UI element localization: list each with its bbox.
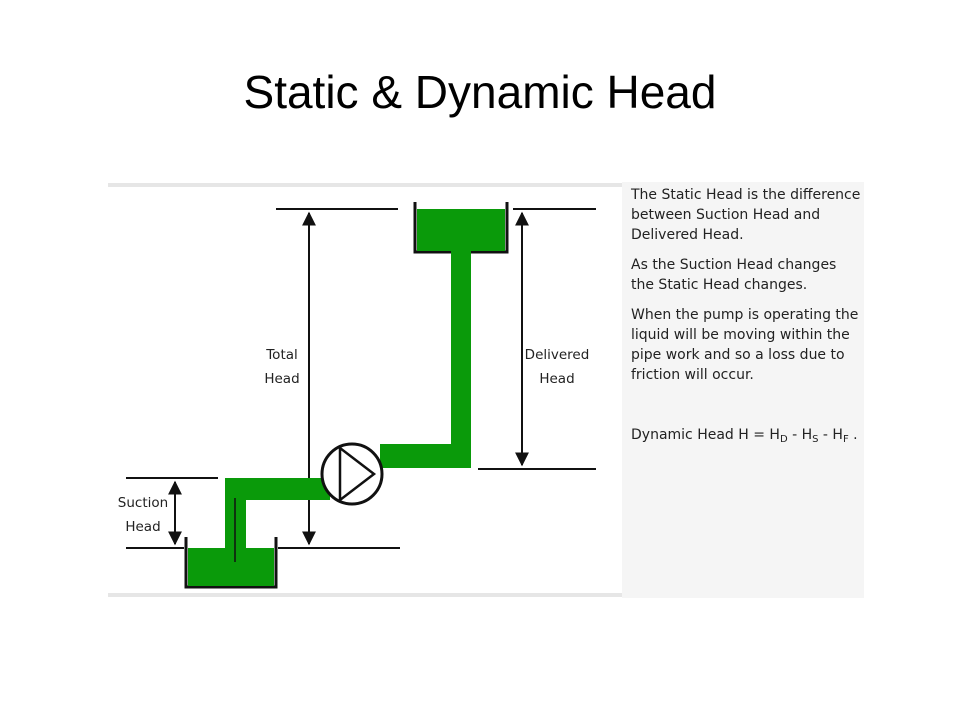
text-panel	[622, 182, 864, 598]
slide-title: Static & Dynamic Head	[243, 66, 717, 118]
description-paragraph-1: The Static Head is the difference betwee…	[631, 187, 861, 243]
equation-prefix: Dynamic Head H = H	[631, 427, 780, 443]
diagram-panel	[108, 182, 622, 598]
equation-sub-f: F	[842, 434, 849, 445]
total-head-label-line2: Head	[264, 371, 299, 387]
suction-head-label-line1: Suction	[118, 495, 168, 511]
suction-head-label-line2: Head	[125, 519, 160, 535]
pump-icon	[320, 442, 384, 506]
delivery-pipe	[380, 251, 471, 468]
description-paragraph-2: As the Suction Head changes the Static H…	[631, 257, 837, 293]
equation-sub-s: S	[812, 434, 819, 445]
equation-minus-1: - H	[787, 427, 813, 443]
equation-suffix: .	[848, 427, 858, 443]
description-panel: The Static Head is the difference betwee…	[631, 185, 861, 455]
total-head-label-line1: Total	[265, 347, 298, 363]
delivery-tank-liquid	[417, 209, 505, 251]
delivered-head-label-line2: Head	[539, 371, 574, 387]
delivered-head-label-line1: Delivered	[525, 347, 590, 363]
suction-pipe	[225, 478, 330, 558]
diagram-canvas: Total Head Delivered Head Suction Head	[108, 182, 864, 598]
description-paragraph-3: When the pump is operating the liquid wi…	[631, 307, 859, 383]
pump-head-diagram: Total Head Delivered Head Suction Head T…	[108, 182, 864, 598]
pump-direction-triangle	[338, 445, 377, 503]
equation-sub-d: D	[779, 434, 788, 445]
equation-minus-2: - H	[818, 427, 843, 443]
suction-tank	[184, 537, 278, 589]
dynamic-head-equation: Dynamic Head H = HD - HS - HF .	[631, 425, 861, 445]
